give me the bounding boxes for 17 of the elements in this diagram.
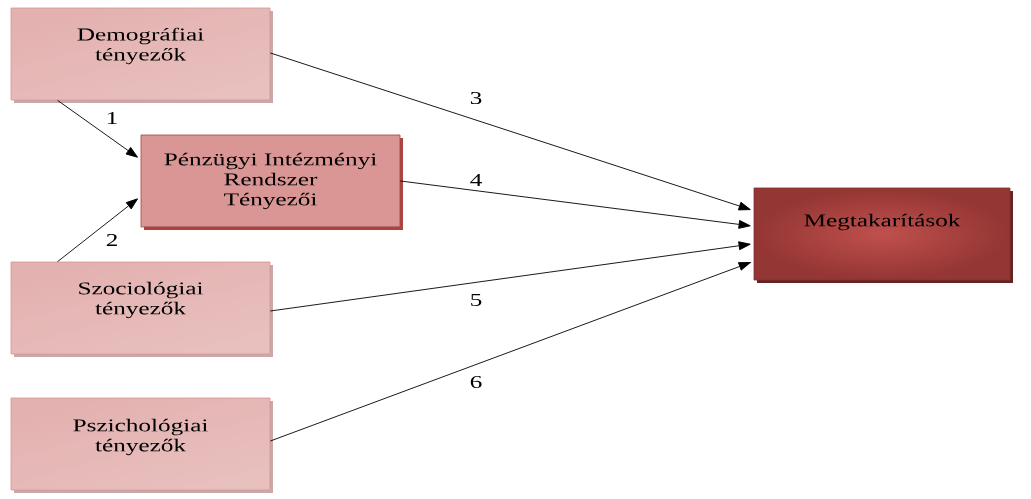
- process-box: Szociológiai tényezők: [10, 261, 273, 357]
- edge-label: 4: [468, 173, 484, 187]
- arrow: [269, 52, 751, 211]
- edge-label: 1: [104, 111, 120, 125]
- arrow: [399, 180, 751, 229]
- process-box: Pénzügyi Intézményi Rendszer Tényezői: [140, 134, 403, 230]
- edge-label: 2: [104, 233, 120, 247]
- edge-label: 5: [468, 293, 484, 307]
- edge-label: 6: [468, 374, 484, 390]
- arrow: [269, 262, 751, 442]
- process-box: Pszichológiai tényezők: [10, 397, 273, 493]
- arrow: [269, 241, 751, 312]
- arrow: [57, 99, 138, 158]
- process-box: Megtakarítások: [753, 187, 1013, 283]
- arrow: [57, 198, 138, 263]
- process-box: Demográfiai tényezők: [10, 7, 273, 103]
- edge-label: 3: [468, 90, 484, 106]
